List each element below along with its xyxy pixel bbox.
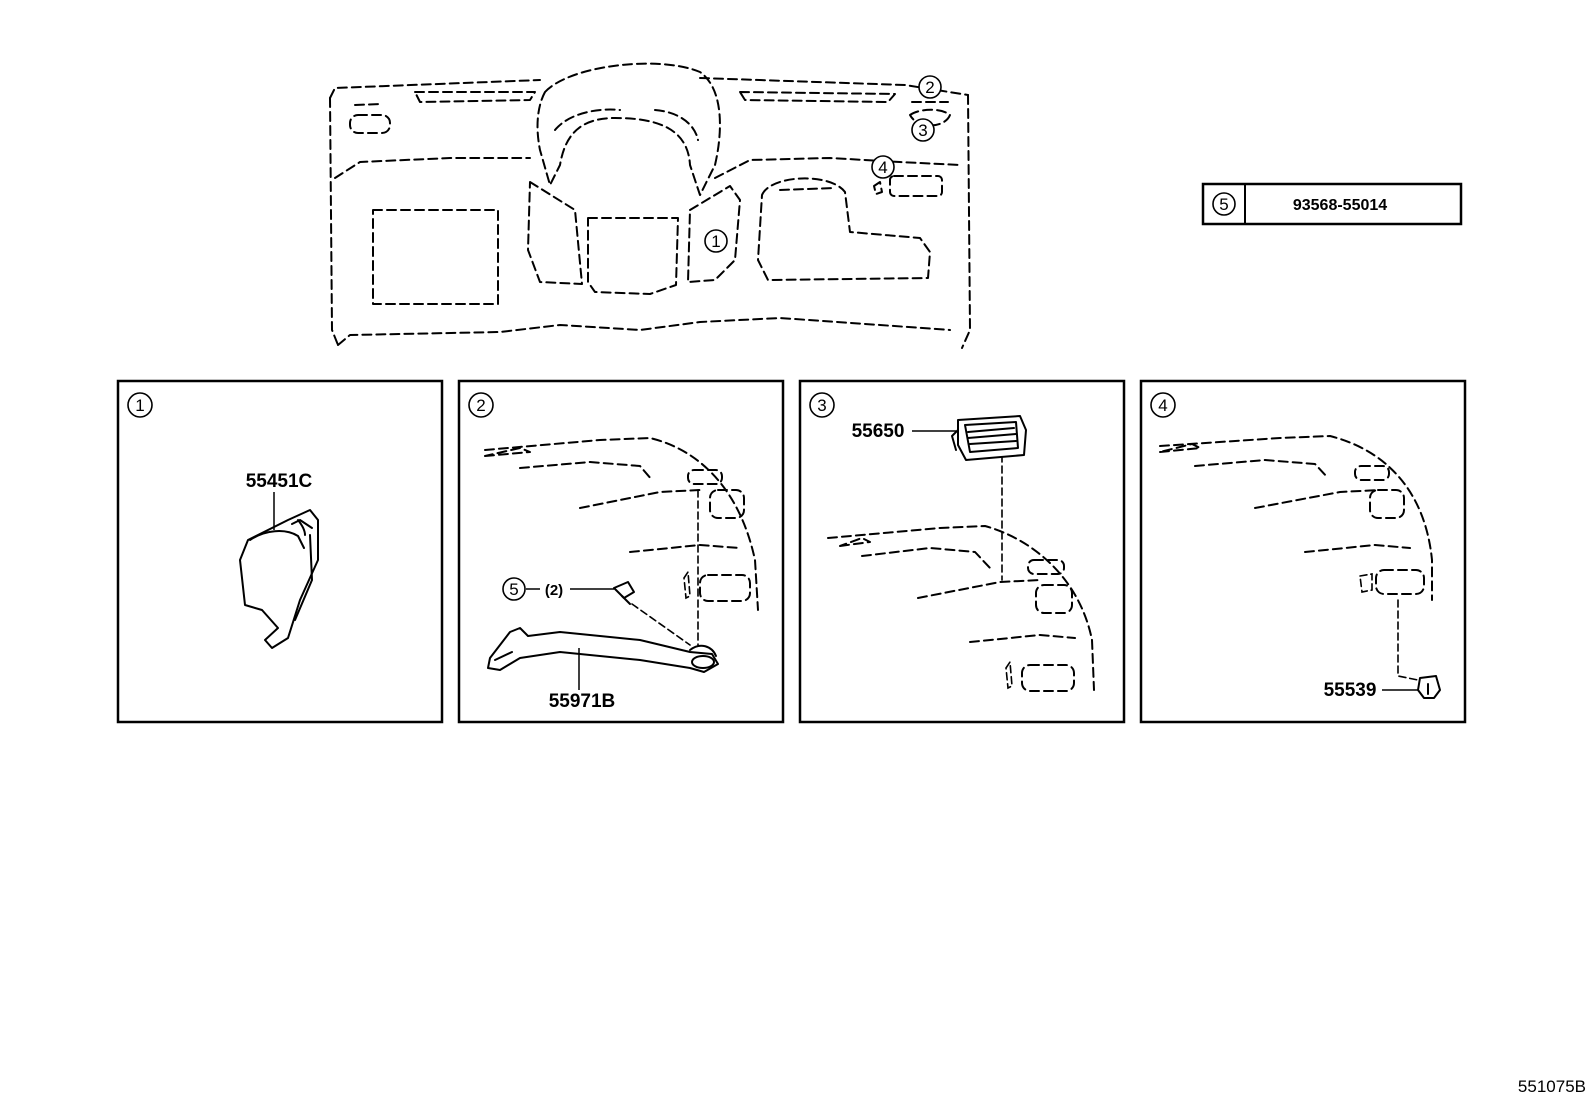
svg-text:3: 3	[817, 396, 826, 415]
dashboard-overview	[329, 62, 971, 349]
svg-text:2: 2	[476, 396, 485, 415]
fastener-ref: 5	[509, 580, 518, 599]
part-number-55650: 55650	[852, 421, 905, 442]
panel-3: 3 55650	[798, 379, 1126, 724]
callout-1-overview: 1	[704, 229, 728, 253]
part-number-55971B: 55971B	[549, 691, 616, 712]
parts-table-ref: 5	[1219, 195, 1228, 214]
callout-3-overview: 3	[911, 118, 935, 142]
svg-text:4: 4	[878, 158, 887, 177]
parts-table-number: 93568-55014	[1293, 197, 1387, 214]
parts-table: 5 93568-55014	[1201, 182, 1463, 226]
part-number-55539: 55539	[1324, 680, 1377, 701]
callout-4-overview: 4	[871, 155, 895, 179]
panel-2: 2 55971B 5 (2)	[457, 379, 785, 724]
svg-text:3: 3	[918, 121, 927, 140]
svg-text:4: 4	[1158, 396, 1167, 415]
svg-text:2: 2	[925, 78, 934, 97]
part-number-55451C: 55451C	[246, 471, 313, 492]
svg-text:1: 1	[711, 232, 720, 251]
callout-2-overview: 2	[918, 75, 942, 99]
svg-text:1: 1	[135, 396, 144, 415]
panel-4: 4 55539	[1139, 379, 1467, 724]
diagram-code: 551075B	[1518, 1077, 1586, 1096]
panel-1: 1 55451C	[116, 379, 444, 724]
fastener-qty: (2)	[545, 582, 563, 599]
